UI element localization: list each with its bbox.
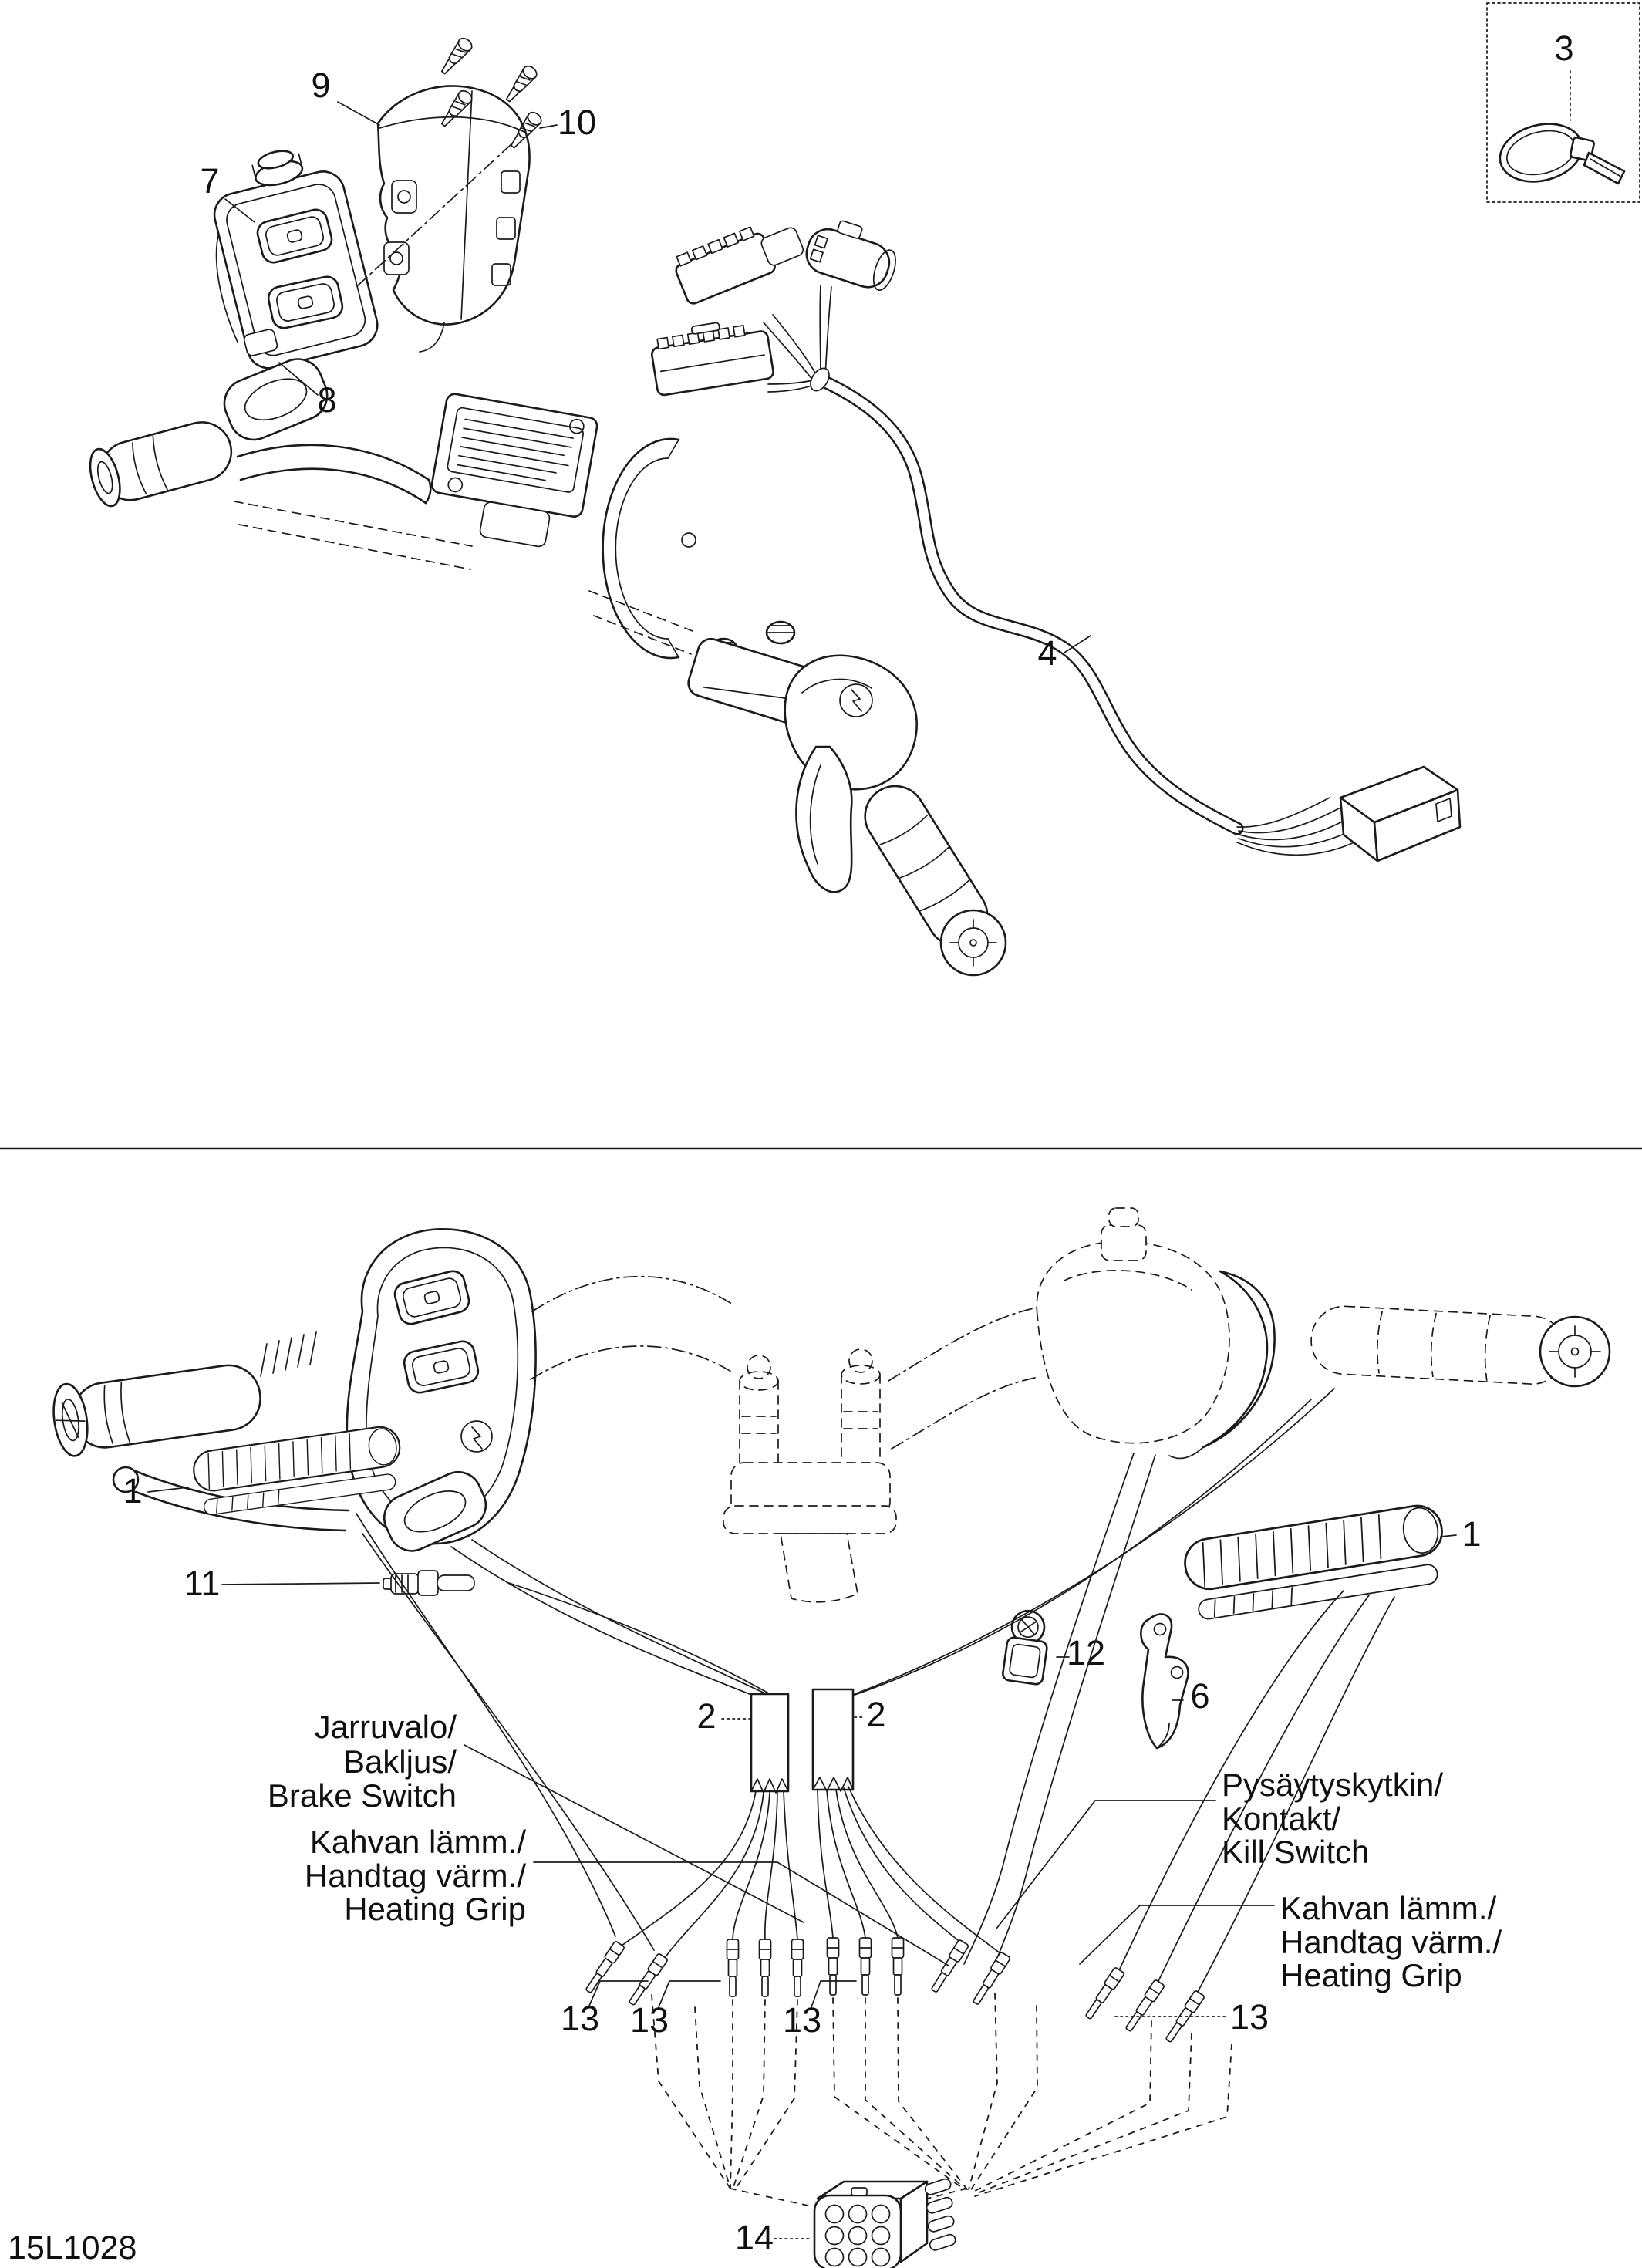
callout-4-leader [1064, 635, 1091, 653]
label-brake-switch-leader [464, 1744, 804, 1923]
callout-9-leader [337, 101, 380, 126]
label-kill-switch-line3: Kill Switch [1222, 1834, 1369, 1870]
label-heating-grip-left-line1: Kahvan lämm./ [310, 1824, 526, 1860]
label-kill-switch-line2: Kontakt/ [1222, 1801, 1340, 1837]
clamp-12 [1002, 1609, 1048, 1686]
inset-box: 3 [1486, 2, 1640, 203]
label-kill-switch: Pysäytyskytkin/ Kontakt/ Kill Switch [996, 1767, 1443, 1929]
right-grip-upper [864, 785, 1007, 977]
wiring-harness-drawing [650, 220, 1462, 862]
heater-element-right [1180, 1501, 1452, 1622]
switch-cover-drawing [376, 85, 531, 353]
callout-7-leader [224, 198, 255, 223]
callout-13-1: 13 [561, 1999, 599, 2038]
callout-1-left: 1 [123, 1471, 142, 1510]
callout-1-left-leader [147, 1487, 189, 1493]
callout-8: 8 [317, 380, 336, 420]
throttle-lever-upper [795, 745, 853, 893]
label-heating-grip-left: Kahvan lämm./ Handtag värm./ Heating Gri… [305, 1824, 949, 1966]
label-kill-switch-leader [996, 1800, 1216, 1929]
bracket-6 [1140, 1613, 1189, 1750]
left-grip-lower [52, 1364, 261, 1457]
master-cylinder [430, 393, 598, 548]
left-switch-cluster [346, 1228, 537, 1552]
label-brake-switch-line3: Brake Switch [268, 1777, 457, 1814]
sleeve-left [750, 1693, 790, 1794]
label-brake-switch: Jarruvalo/ Bakljus/ Brake Switch [268, 1709, 804, 1923]
switch-paddle-8 [223, 358, 329, 441]
collar-clamp [602, 437, 696, 660]
callout-13-4: 13 [1230, 1997, 1269, 2037]
handlebar-lower-drawing [52, 1207, 1611, 1603]
label-heating-grip-left-line3: Heating Grip [344, 1891, 526, 1927]
callout-11-leader [221, 1582, 380, 1585]
connector-14 [813, 2178, 956, 2268]
left-grip-upper [89, 421, 233, 508]
callout-7: 7 [200, 161, 219, 201]
label-kill-switch-line1: Pysäytyskytkin/ [1222, 1767, 1443, 1803]
wire-runs [356, 1388, 1395, 1994]
callout-6: 6 [1190, 1676, 1209, 1716]
callout-13-2-leader [658, 1980, 721, 2008]
harness-sheath [810, 367, 1244, 835]
label-brake-switch-line2: Bakljus/ [343, 1743, 457, 1780]
callout-13-3: 13 [783, 2000, 821, 2040]
harness-connector-main [650, 322, 774, 397]
callout-13-2: 13 [630, 2000, 669, 2040]
convergence-dashes [651, 1993, 1232, 2207]
callout-10-leader [539, 124, 558, 129]
callout-4: 4 [1037, 633, 1057, 673]
kill-switch-icon [851, 689, 862, 712]
wire-fan [621, 1786, 1005, 1959]
callout-1-right: 1 [1462, 1514, 1481, 1554]
terminal-pins [582, 1937, 1206, 2045]
handlebar-upper-drawing [89, 393, 1007, 977]
callout-9: 9 [311, 66, 330, 105]
label-heating-grip-left-leader [533, 1861, 949, 1966]
callout-12: 12 [1067, 1633, 1105, 1672]
callout-1-right-leader [1440, 1534, 1457, 1537]
callout-11: 11 [184, 1564, 221, 1603]
harness-connector-small [675, 226, 804, 305]
callout-14: 14 [735, 2218, 774, 2257]
harness-end-connector [1339, 765, 1462, 862]
throttle-housing-lower [1036, 1207, 1276, 1460]
callout-3: 3 [1554, 29, 1573, 68]
callout-13-3-leader [811, 1980, 857, 2008]
riser-clamp-lower [723, 1348, 897, 1603]
callout-10: 10 [558, 103, 596, 142]
label-heating-grip-right: Kahvan lämm./ Handtag värm./ Heating Gri… [1079, 1890, 1502, 1993]
sensor-probe [383, 1570, 475, 1596]
sleeve-right [811, 1688, 855, 1792]
label-heating-grip-left-line2: Handtag värm./ [305, 1858, 526, 1894]
switch-housing-drawing [213, 150, 379, 441]
screws-drawing [356, 35, 545, 288]
cable-tie-drawing [1499, 123, 1626, 185]
right-grip-lower [1310, 1305, 1611, 1388]
harness-connector-round [805, 220, 896, 291]
callout-8-leader [278, 362, 319, 396]
label-heating-grip-right-line1: Kahvan lämm./ [1280, 1890, 1496, 1926]
drawing-code: 15L1028 [8, 2229, 137, 2266]
label-heating-grip-right-leader [1079, 1905, 1275, 1965]
callout-2-right: 2 [866, 1695, 885, 1734]
label-heating-grip-right-line3: Heating Grip [1280, 1957, 1462, 1993]
label-heating-grip-right-line2: Handtag värm./ [1280, 1924, 1502, 1960]
kill-switch-icon-lower [471, 1426, 483, 1450]
label-brake-switch-line1: Jarruvalo/ [315, 1709, 457, 1745]
callout-13-1-leader [588, 1980, 649, 2006]
screw-axis-line [356, 143, 513, 288]
brake-lever-upper [236, 444, 432, 505]
callout-2-left: 2 [696, 1696, 716, 1736]
